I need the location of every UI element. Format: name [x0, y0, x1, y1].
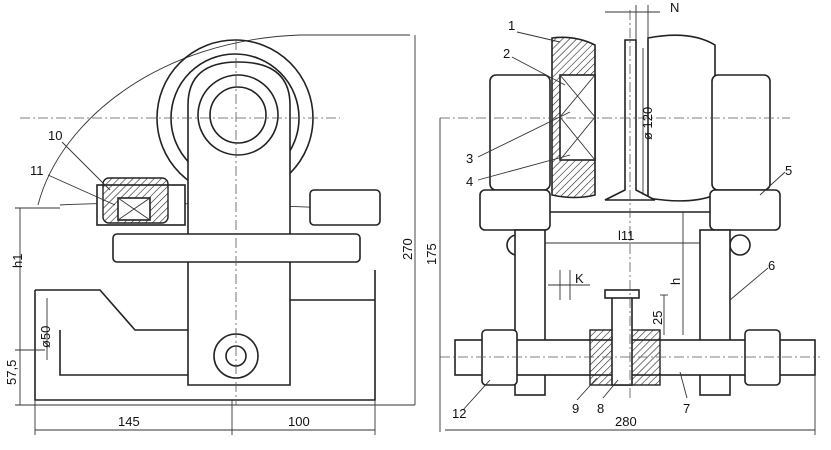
callout-6: 6: [768, 258, 775, 273]
dim-h: h: [668, 278, 683, 285]
dim-d50: ø50: [38, 326, 53, 348]
bolt-head: [604, 289, 640, 299]
callout-7: 7: [683, 401, 690, 416]
cross-block-left: [479, 189, 551, 231]
hub-right: [711, 74, 771, 191]
casing-inner: [59, 330, 188, 376]
dim-N: N: [670, 0, 679, 15]
dim-l11: l11: [618, 228, 634, 243]
dim-270: 270: [400, 238, 415, 260]
front-view: N ø 120 l11 h K 25 175 280 1 2 3 4 5 6 7…: [424, 0, 820, 435]
side-view: h1 ø50 57,5 270 145 100 10 11: [4, 34, 416, 435]
dim-h1: h1: [10, 254, 25, 268]
callout-9: 9: [572, 401, 579, 416]
dim-175: 175: [424, 243, 439, 265]
callout-3: 3: [466, 151, 473, 166]
right-block: [309, 189, 381, 226]
callout-10: 10: [48, 128, 62, 143]
dim-d120: ø 120: [640, 107, 655, 140]
callout-1: 1: [508, 18, 515, 33]
dimension-lines-right: [439, 5, 816, 435]
dim-280: 280: [615, 414, 637, 429]
callout-5: 5: [785, 163, 792, 178]
hub-inner: [209, 86, 267, 144]
ball-right: [729, 234, 751, 256]
lower-casing: [34, 270, 376, 401]
side-plate: [187, 61, 291, 386]
callout-8: 8: [597, 401, 604, 416]
dim-145: 145: [118, 414, 140, 429]
dim-100: 100: [288, 414, 310, 429]
callout-11: 11: [30, 163, 44, 178]
callout-leaders: [47, 141, 116, 206]
bearing-left: [559, 74, 596, 161]
dim-25: 25: [650, 311, 665, 325]
dim-K: K: [575, 271, 584, 286]
bearing-cross: [117, 197, 151, 221]
nut-left: [481, 329, 518, 386]
callout-4: 4: [466, 174, 473, 189]
cross-bar: [112, 233, 361, 263]
callout-leaders-right: [462, 31, 786, 411]
cross-block-right: [709, 189, 781, 231]
callout-2: 2: [503, 46, 510, 61]
housing-outline: [37, 34, 410, 206]
dimension-lines: [15, 35, 416, 435]
nut-right: [744, 329, 781, 386]
callout-12: 12: [452, 406, 466, 421]
hub-outer: [197, 74, 279, 156]
bolt: [611, 294, 633, 386]
dim-57-5: 57,5: [4, 360, 19, 385]
hub-left: [489, 74, 551, 191]
